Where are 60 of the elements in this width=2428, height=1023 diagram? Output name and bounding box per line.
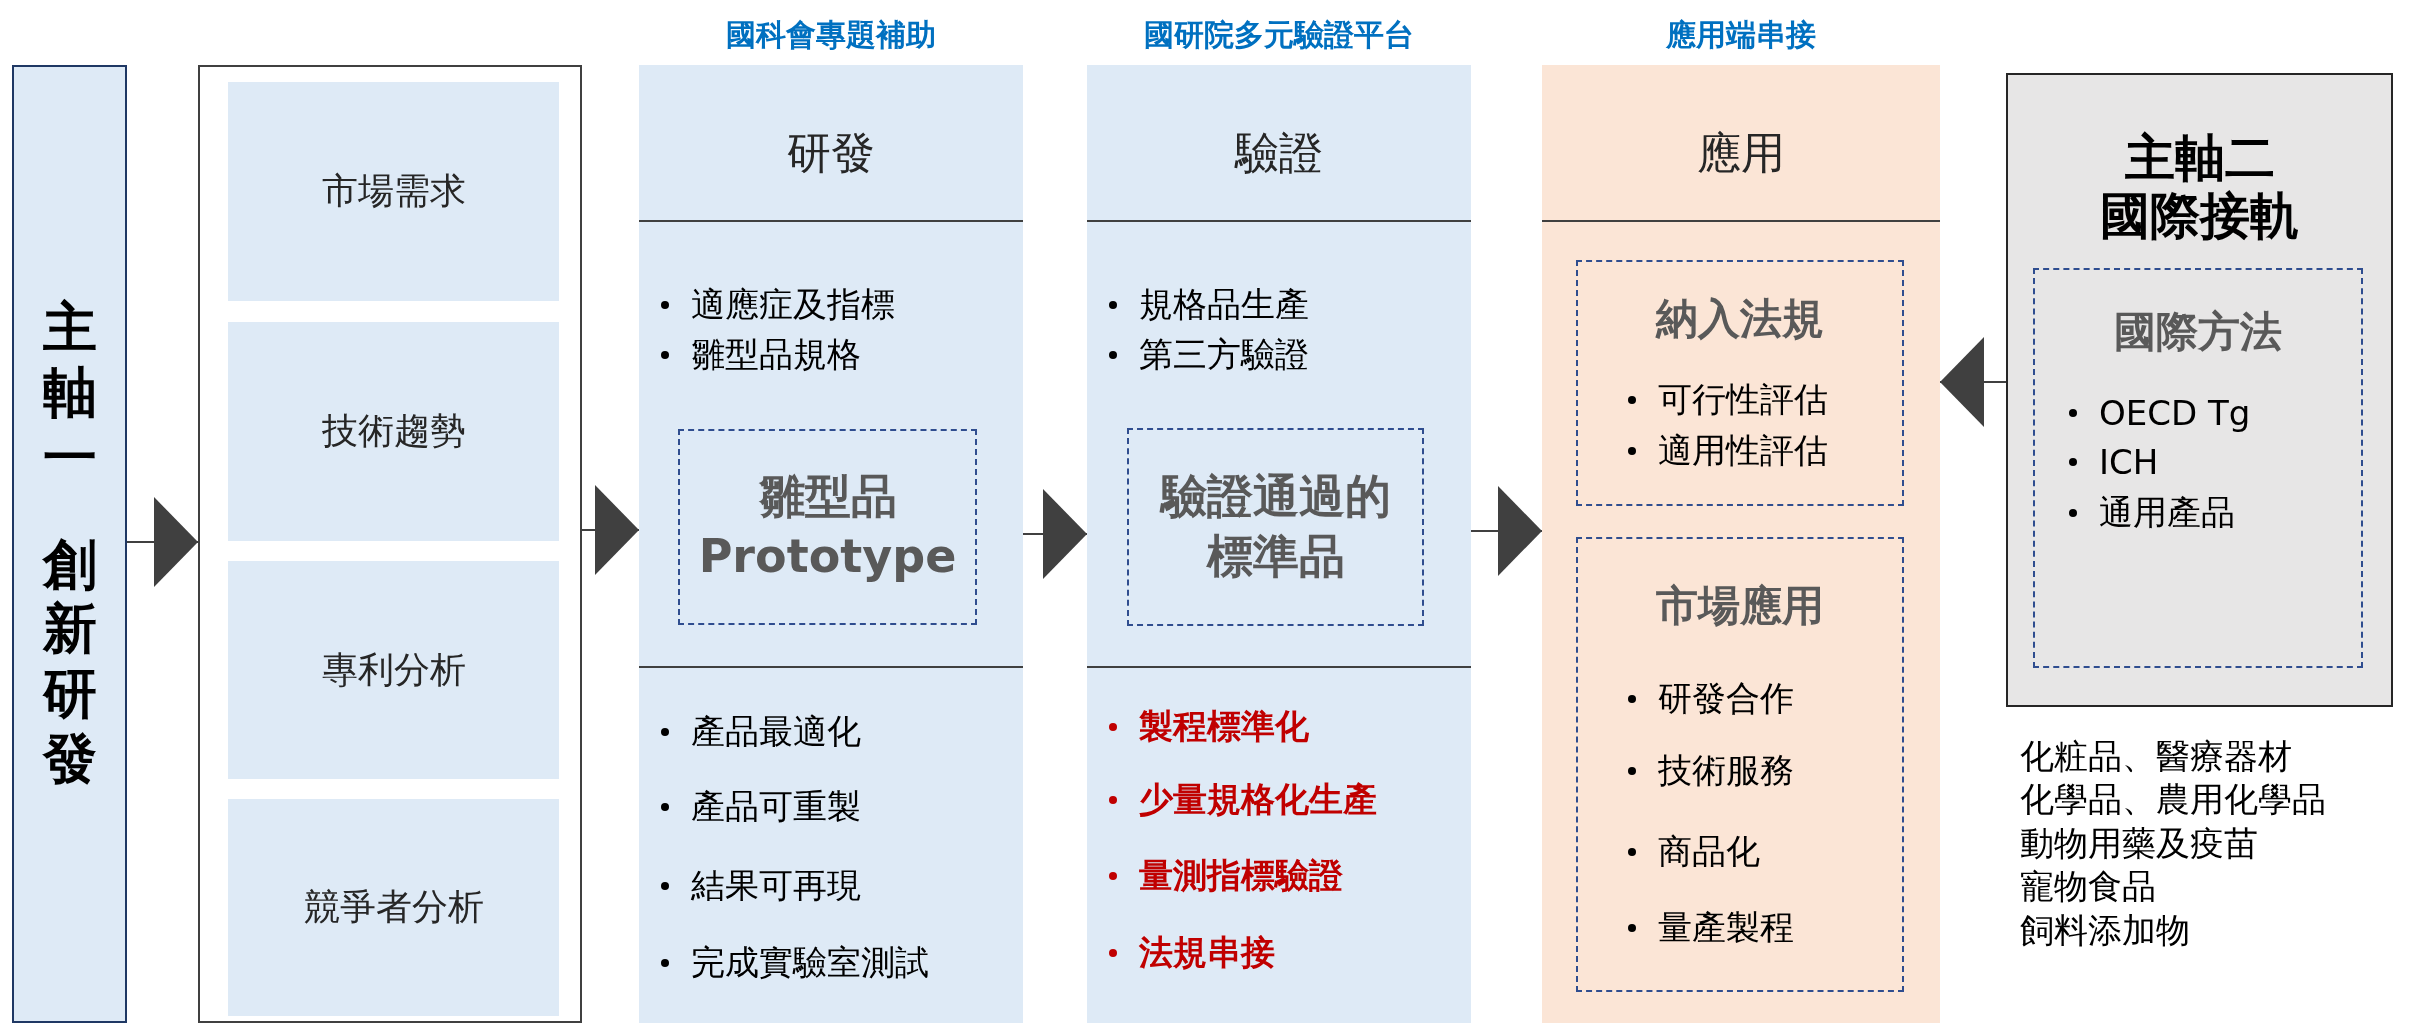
bullet-item: 通用產品 <box>2099 491 2235 534</box>
topic-box <box>228 799 559 1016</box>
note-text: 化粧品、醫療器材 <box>2020 738 2293 776</box>
heading: 驗證 <box>1235 125 1323 180</box>
chevron-arrow <box>126 497 199 587</box>
bullet-item: 技術服務 <box>1658 749 1794 792</box>
topic-label: 市場需求 <box>321 169 466 213</box>
bullet-item: 商品化 <box>1658 830 1760 873</box>
dashed-box <box>1576 537 1904 992</box>
bullet-item: 完成實驗室測試 <box>691 941 929 984</box>
vertical-title: 創新研發 <box>42 532 97 792</box>
column-caption: 應用端串接 <box>1665 16 1817 54</box>
bullet-item: 適應症及指標 <box>691 283 895 326</box>
column-caption: 國科會專題補助 <box>725 16 937 54</box>
frame-box <box>198 65 582 1023</box>
heading: 納入法規 <box>1656 293 1824 345</box>
bullet-item: 規格品生產 <box>1139 283 1309 326</box>
topic-box <box>228 82 559 301</box>
bullet-item: OECD Tg <box>2099 393 2251 433</box>
bullet-item: 研發合作 <box>1658 677 1794 720</box>
topic-box <box>228 561 559 779</box>
bullet-item: 量測指標驗證 <box>1139 854 1343 897</box>
note-text: 化學品、農用化學品 <box>2020 781 2326 819</box>
topic-box <box>228 322 559 541</box>
bullet-item: 結果可再現 <box>691 864 861 907</box>
chevron-arrow <box>1939 337 2007 427</box>
heading: 研發 <box>787 125 875 180</box>
bullet-item: 可行性評估 <box>1658 378 1828 421</box>
axis-panel <box>12 65 127 1023</box>
heading: 國際方法 <box>2114 306 2282 358</box>
topic-label: 專利分析 <box>321 647 466 692</box>
heading: 應用 <box>1697 125 1785 180</box>
axis-panel <box>2006 73 2393 707</box>
box-title: 雛型品 Prototype <box>697 468 958 585</box>
topic-label: 競爭者分析 <box>303 885 484 929</box>
dashed-box <box>678 429 977 625</box>
topic-label: 技術趨勢 <box>321 409 466 453</box>
bullet-item: ICH <box>2099 442 2159 482</box>
chevron-arrow <box>1470 486 1543 576</box>
dashed-box <box>1576 260 1904 506</box>
bullet-item: 少量規格化生產 <box>1139 778 1377 821</box>
bullet-item: 製程標準化 <box>1139 705 1309 748</box>
bullet-item: 第三方驗證 <box>1139 333 1309 376</box>
bullet-item: 量產製程 <box>1658 906 1794 949</box>
note-text: 動物用藥及疫苗 <box>2020 824 2259 863</box>
dashed-box <box>1127 428 1424 626</box>
chevron-arrow <box>581 485 640 575</box>
note-text: 飼料添加物 <box>2020 911 2191 949</box>
bullet-item: 適用性評估 <box>1658 429 1828 472</box>
vertical-title: 主軸一 <box>42 296 97 491</box>
note-text: 寵物食品 <box>2020 868 2157 906</box>
chevron-arrow <box>1022 489 1088 579</box>
bullet-item: 法規串接 <box>1139 931 1275 974</box>
column-caption: 國研院多元驗證平台 <box>1143 16 1415 54</box>
box-title: 驗證通過的標準品 <box>1158 468 1392 585</box>
bullet-item: 產品最適化 <box>691 710 861 753</box>
heading: 市場應用 <box>1656 580 1824 632</box>
bullet-item: 產品可重製 <box>691 785 861 828</box>
bullet-item: 雛型品規格 <box>691 333 861 376</box>
dashed-box <box>2033 268 2363 668</box>
